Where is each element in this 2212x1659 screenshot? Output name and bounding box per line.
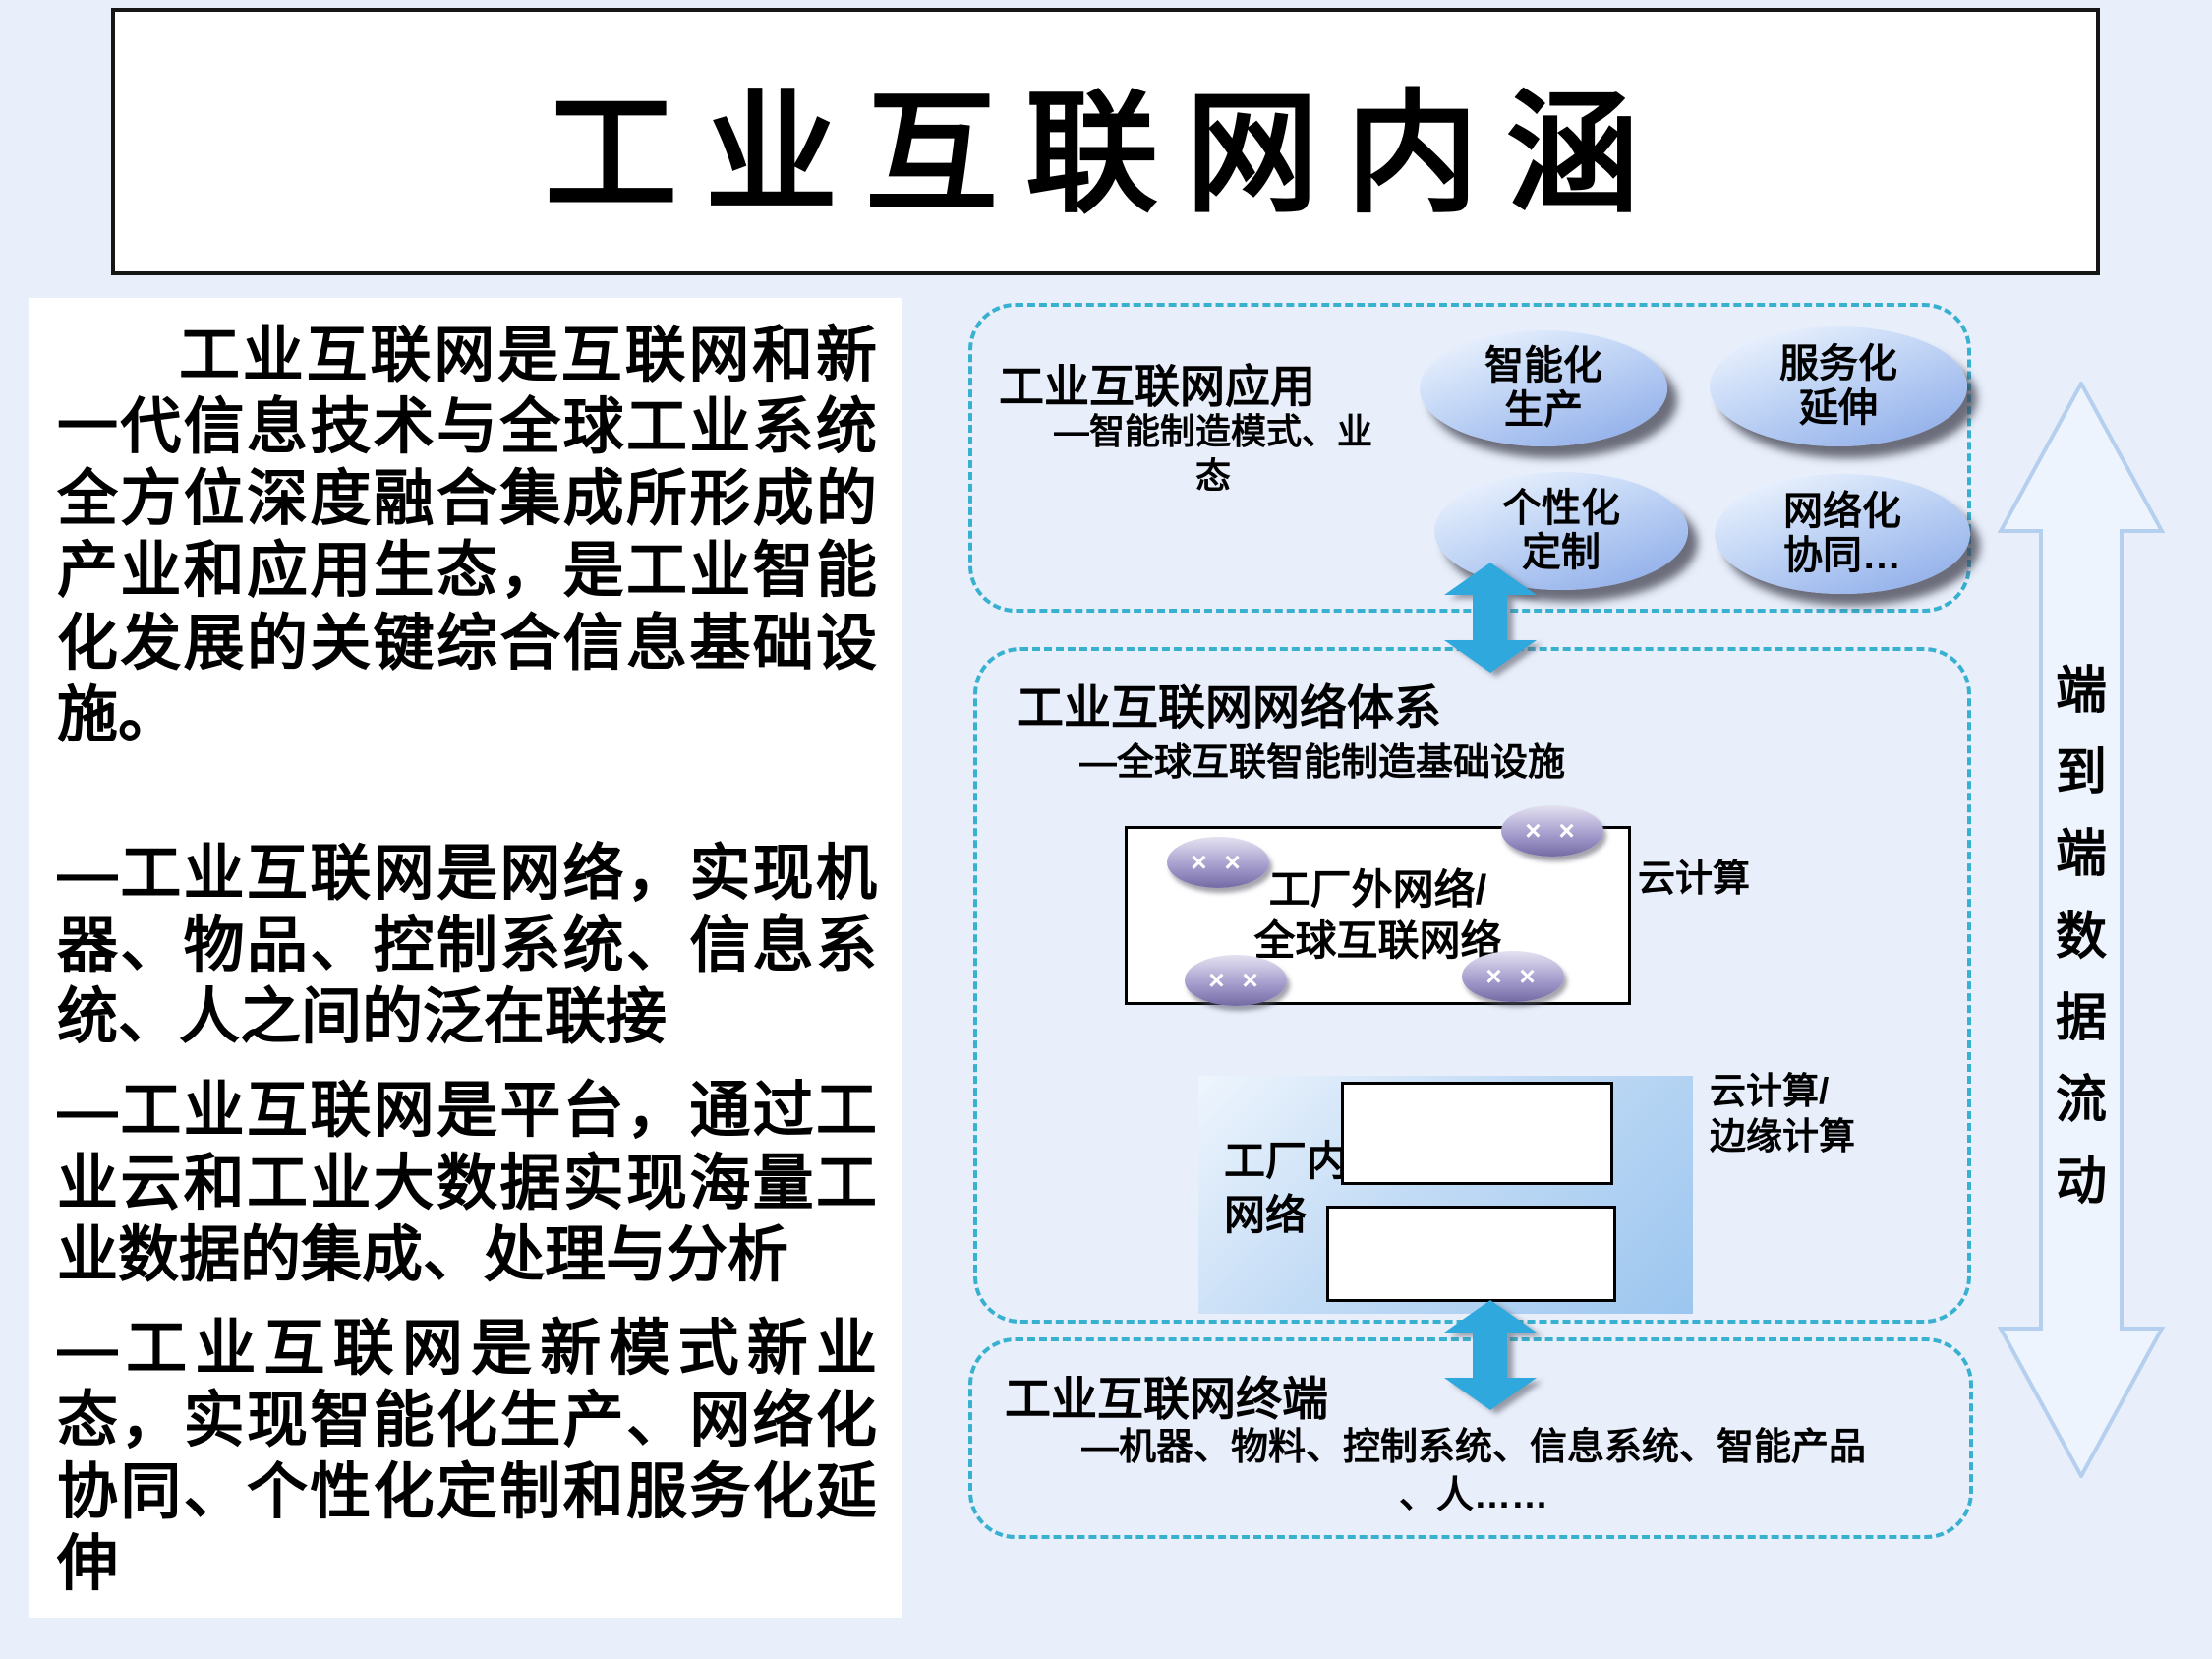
external-network-label: 工厂外网络/ 全球互联网络 — [1253, 865, 1502, 965]
router-glyph: × × — [1525, 815, 1580, 846]
title-box: 工业互联网内涵 — [111, 8, 2100, 275]
factory-network-label: 工厂内 网络 — [1224, 1138, 1349, 1238]
bubble-service-extension: 服务化 延伸 — [1710, 326, 1967, 446]
left-text-panel: 工业互联网是互联网和新一代信息技术与全球工业系统全方位深度融合集成所形成的产业和… — [29, 298, 902, 1618]
router-icon: × × — [1501, 805, 1603, 857]
bubble-smart-production: 智能化 生产 — [1420, 330, 1667, 446]
router-glyph: × × — [1485, 961, 1541, 991]
factory-network-box: 工厂内 网络 — [1198, 1076, 1693, 1314]
application-layer-box: 工业互联网应用 —智能制造模式、业 态 智能化 生产 服务化 延伸 个性化 定制… — [968, 303, 1971, 613]
router-icon: × × — [1462, 951, 1564, 1002]
end-to-end-flow-arrow-icon — [1998, 382, 2165, 1478]
application-layer-title: 工业互联网应用 — [999, 361, 1315, 412]
bullet-new-model: —工业互联网是新模式新业态，实现智能化生产、网络化协同、个性化定制和服务化延伸 — [57, 1314, 877, 1599]
terminal-layer-box: 工业互联网终端 —机器、物料、控制系统、信息系统、智能产品 、人…… — [968, 1337, 1973, 1539]
bullet-platform: —工业互联网是平台，通过工业云和工业大数据实现海量工业数据的集成、处理与分析 — [57, 1077, 877, 1289]
factory-node-box — [1326, 1206, 1616, 1302]
page-title: 工业互联网内涵 — [545, 80, 1666, 228]
intro-paragraph: 工业互联网是互联网和新一代信息技术与全球工业系统全方位深度融合集成所形成的产业和… — [57, 322, 877, 749]
bubble-networked-collaboration: 网络化 协同… — [1715, 474, 1970, 594]
network-layer-box: 工业互联网网络体系 —全球互联智能制造基础设施 工厂外网络/ 全球互联网络 × … — [973, 647, 1971, 1324]
network-layer-title: 工业互联网网络体系 — [1017, 682, 1442, 735]
vertical-double-arrow-icon — [1444, 563, 1537, 673]
bubble-personalized-customization: 个性化 定制 — [1434, 472, 1688, 590]
edge-computing-label: 云计算/ 边缘计算 — [1710, 1071, 1855, 1157]
router-icon: × × — [1185, 955, 1287, 1006]
terminal-layer-title: 工业互联网终端 — [1005, 1373, 1328, 1425]
factory-node-box — [1341, 1082, 1613, 1185]
application-layer-subtitle: —智能制造模式、业 态 — [1053, 411, 1372, 496]
bullet-network: —工业互联网是网络，实现机器、物品、控制系统、信息系统、人之间的泛在联接 — [57, 839, 877, 1052]
network-layer-subtitle: —全球互联智能制造基础设施 — [1079, 742, 1566, 784]
cloud-computing-label: 云计算 — [1638, 859, 1751, 900]
data-flow-label: 端 到 端 数 据 流 动 — [2055, 663, 2107, 1212]
external-network-box: 工厂外网络/ 全球互联网络 × × × × × × × × — [1125, 805, 1631, 1006]
vertical-double-arrow-icon — [1444, 1300, 1537, 1410]
router-glyph: × × — [1208, 965, 1263, 995]
router-glyph: × × — [1191, 847, 1246, 877]
terminal-layer-subtitle: —机器、物料、控制系统、信息系统、智能产品 、人…… — [1080, 1427, 1866, 1517]
router-icon: × × — [1167, 837, 1269, 888]
